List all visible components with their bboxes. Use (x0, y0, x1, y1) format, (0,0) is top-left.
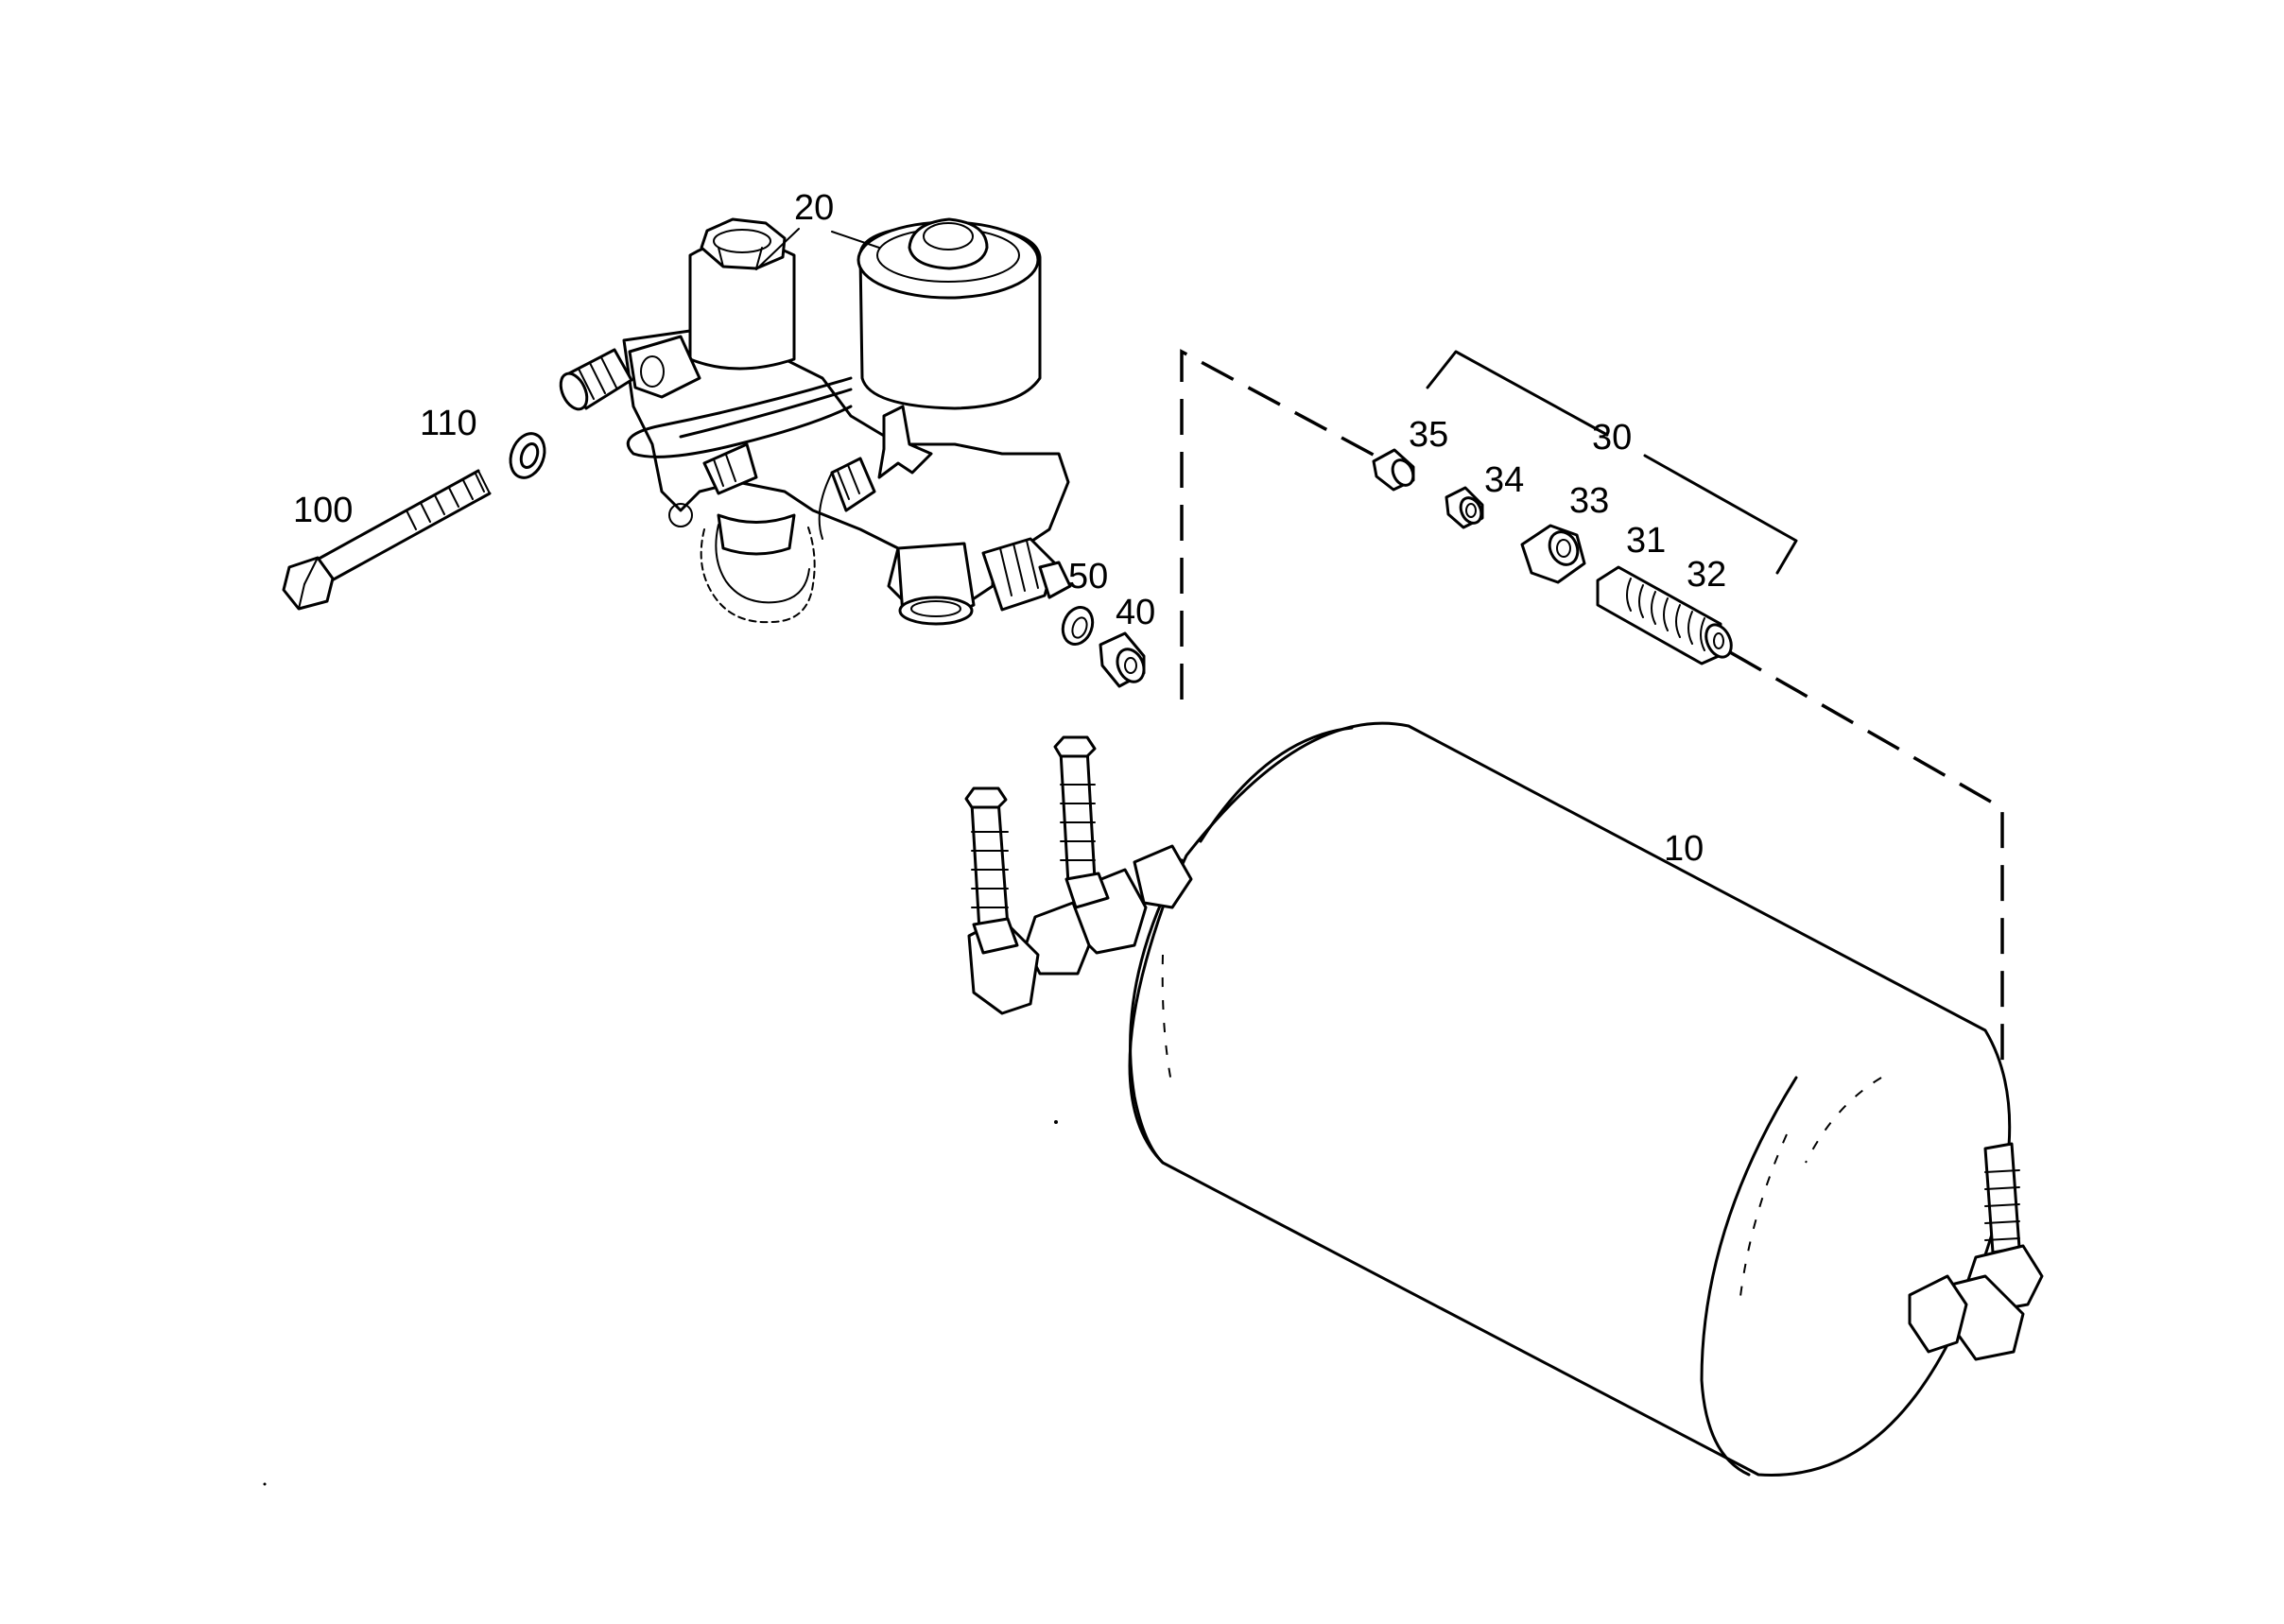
air-tank-10[interactable] (964, 721, 2044, 1477)
washer-50[interactable] (1058, 603, 1098, 648)
fitting-35[interactable] (1372, 448, 1417, 492)
callout-33: 33 (1569, 481, 1609, 521)
callout-35: 35 (1409, 415, 1448, 455)
washer-110[interactable] (505, 429, 550, 483)
threaded-union-31-32[interactable] (1596, 565, 1736, 665)
callout-10: 10 (1664, 829, 1704, 869)
ring-34[interactable] (1445, 486, 1485, 529)
valve-assembly-20[interactable] (556, 217, 1072, 626)
callout-20: 20 (794, 188, 834, 228)
callout-labels: 20 110 100 50 40 35 34 33 31 32 30 10 (293, 188, 1726, 869)
group-bracket-30 (1426, 350, 1798, 575)
callout-32: 32 (1687, 555, 1726, 595)
leader-lines (755, 228, 880, 270)
callout-50: 50 (1068, 557, 1108, 596)
callout-110: 110 (420, 404, 477, 443)
nut-33[interactable] (1520, 524, 1586, 584)
callout-100: 100 (293, 491, 353, 530)
callout-30: 30 (1592, 418, 1632, 458)
bolt-100[interactable] (282, 469, 492, 611)
callout-34: 34 (1484, 460, 1524, 500)
callout-40: 40 (1116, 593, 1155, 632)
callout-31: 31 (1626, 521, 1666, 561)
sleeve-40[interactable] (1099, 631, 1149, 688)
